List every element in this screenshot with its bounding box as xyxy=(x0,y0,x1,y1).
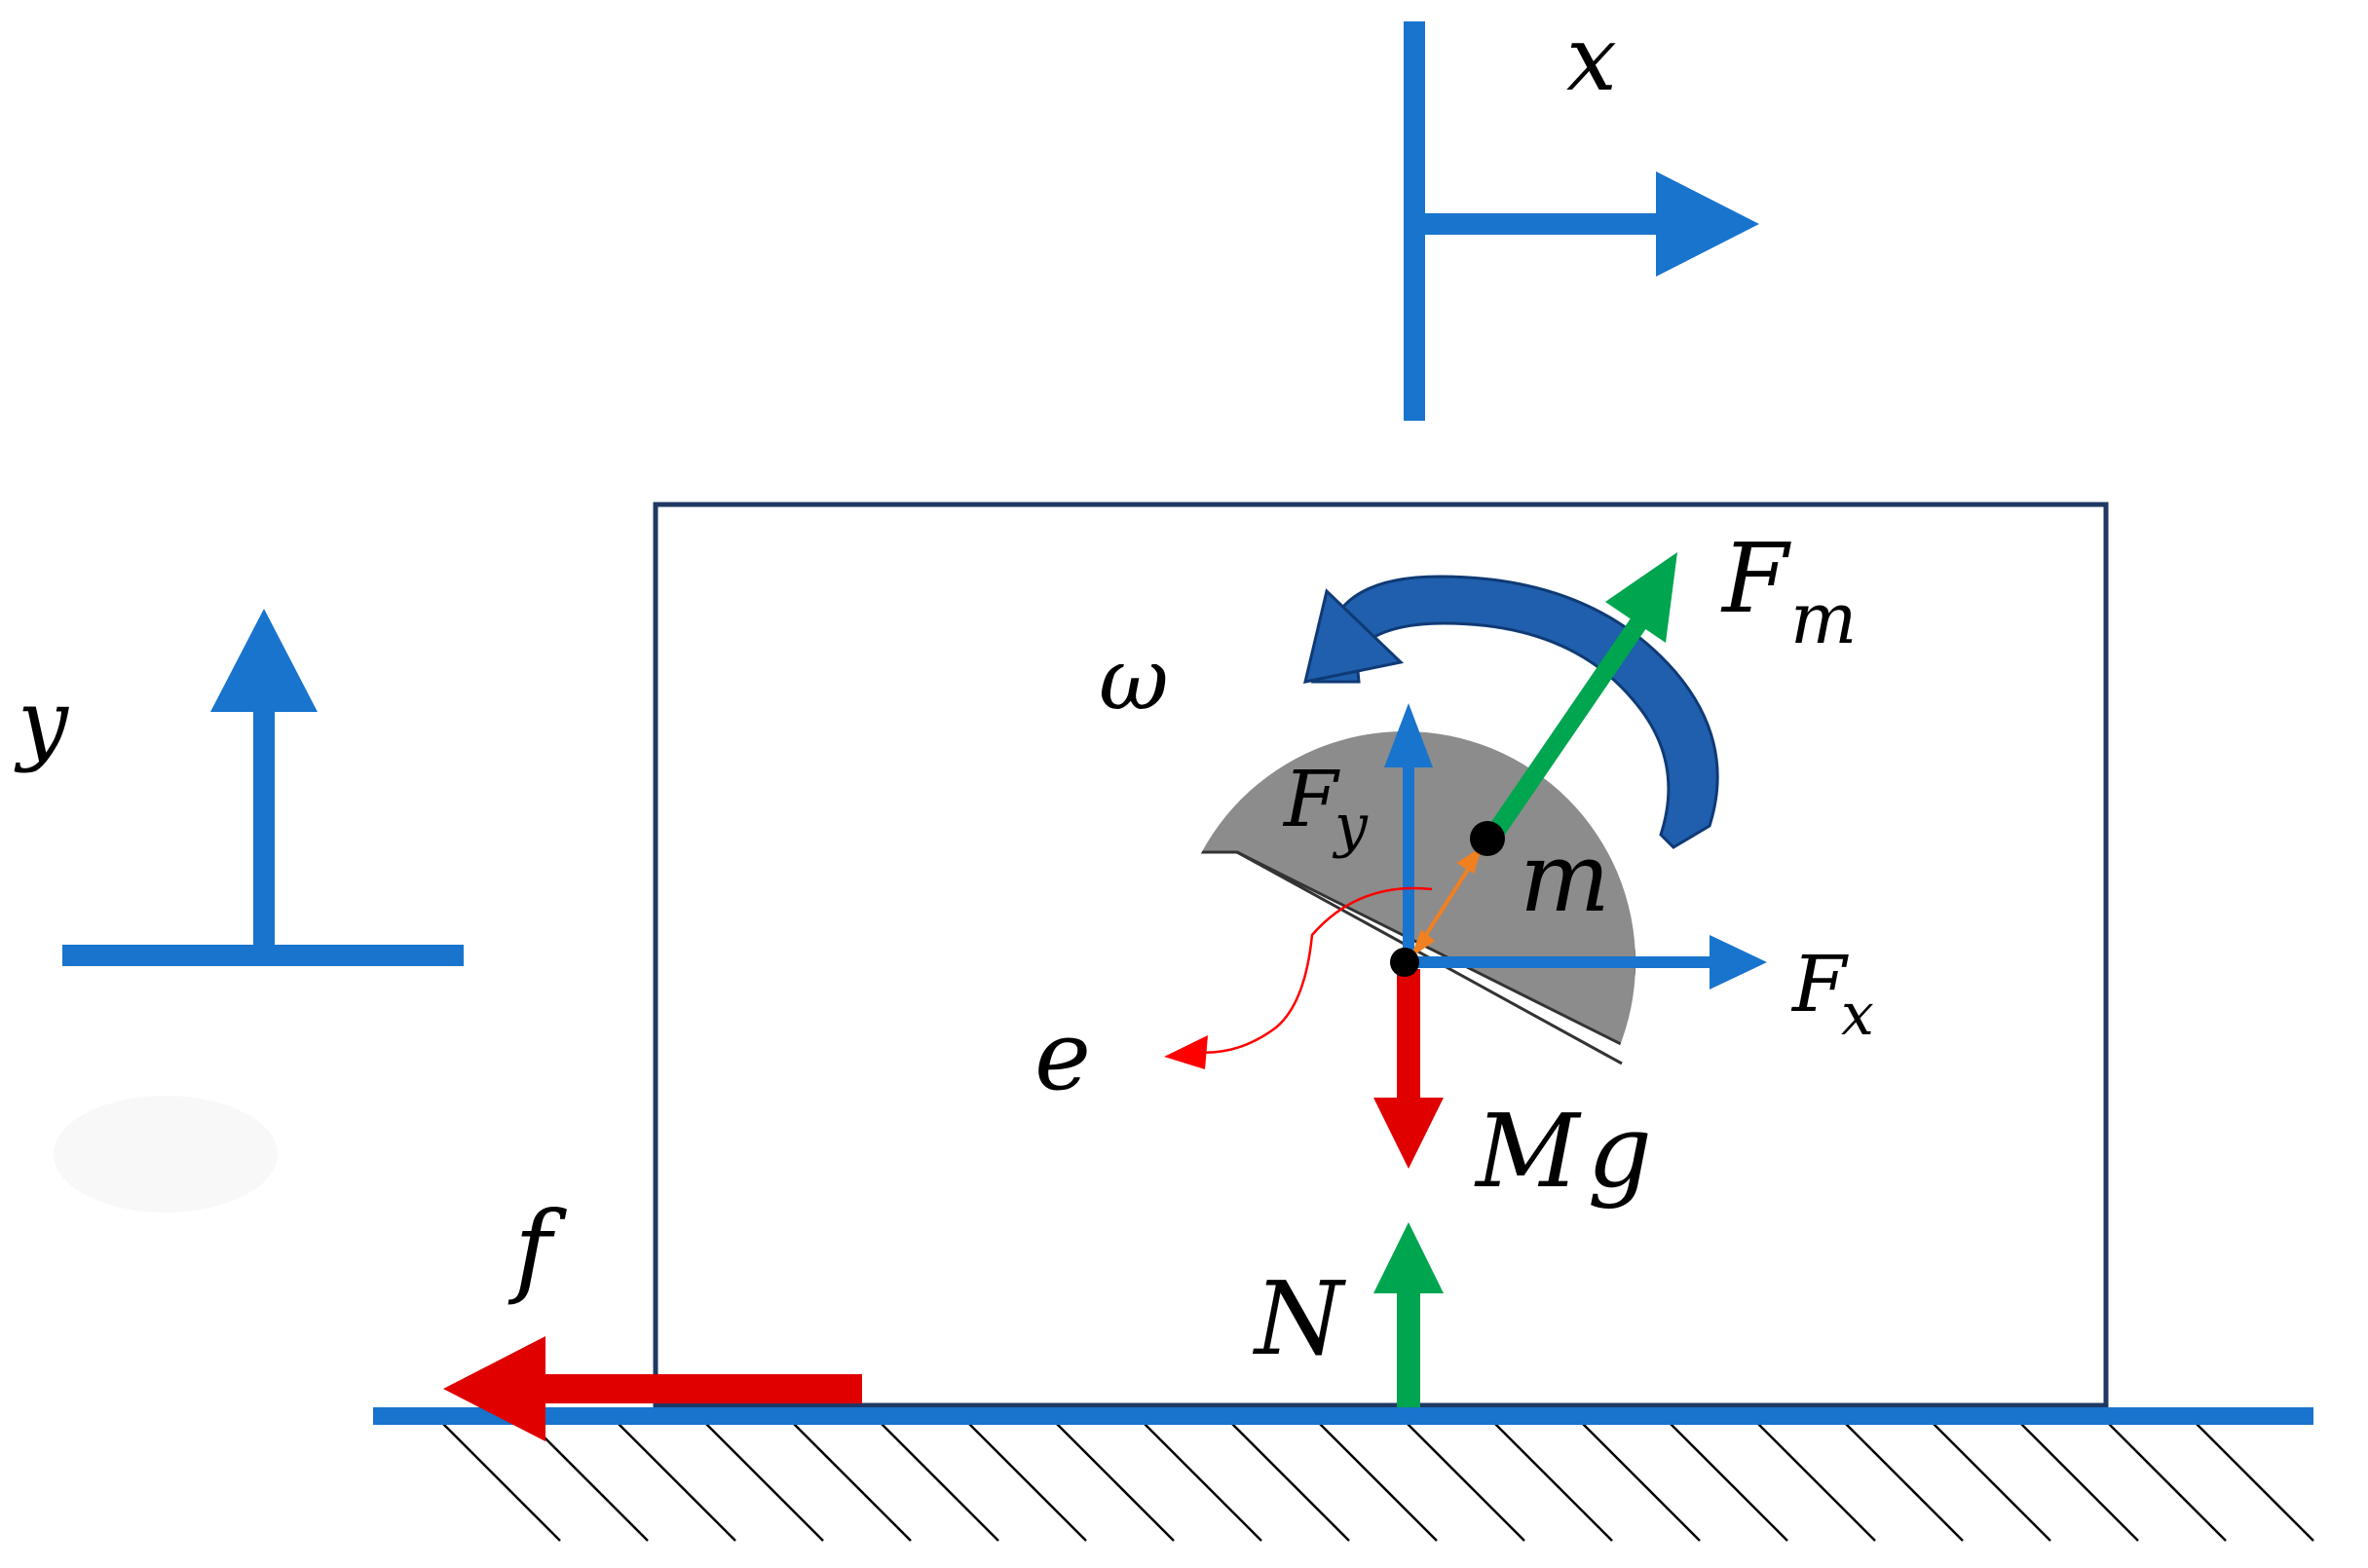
weight-arrow xyxy=(1373,969,1444,1169)
mass-center-dot xyxy=(1470,821,1505,856)
fx-force-arrow xyxy=(1409,935,1767,989)
eccentricity-label: e xyxy=(1034,1001,1091,1112)
omega-label: ω xyxy=(1099,629,1169,729)
fx-label: F xyxy=(1790,939,1849,1029)
mass-label: m xyxy=(1520,823,1610,934)
weight-label: Mg xyxy=(1474,1092,1660,1211)
fy-subscript: y xyxy=(1332,792,1369,860)
x-axis-indicator xyxy=(1404,21,1759,421)
eccentricity-leader xyxy=(1164,886,1433,1069)
omega-arrowhead xyxy=(1302,588,1405,684)
normal-label: N xyxy=(1252,1259,1346,1378)
fy-force-arrow xyxy=(1384,703,1433,962)
fm-label: F xyxy=(1720,524,1791,635)
friction-arrow xyxy=(443,1336,862,1441)
friction-label: f xyxy=(507,1189,567,1308)
rotor-center-dot xyxy=(1390,948,1419,977)
y-axis-indicator xyxy=(62,609,464,966)
fx-subscript: x xyxy=(1841,981,1874,1049)
y-axis-label: y xyxy=(14,670,69,774)
normal-force-arrow xyxy=(1373,1222,1444,1407)
fm-subscript: m xyxy=(1790,578,1857,659)
eccentricity-line xyxy=(1410,846,1483,958)
x-axis-label: x xyxy=(1566,7,1617,111)
fy-label: F xyxy=(1282,754,1340,844)
faint-smudge xyxy=(54,1096,278,1213)
fm-force-arrow xyxy=(1483,552,1677,845)
machine-box xyxy=(653,502,2109,1408)
ground-hatching xyxy=(432,1413,2314,1542)
